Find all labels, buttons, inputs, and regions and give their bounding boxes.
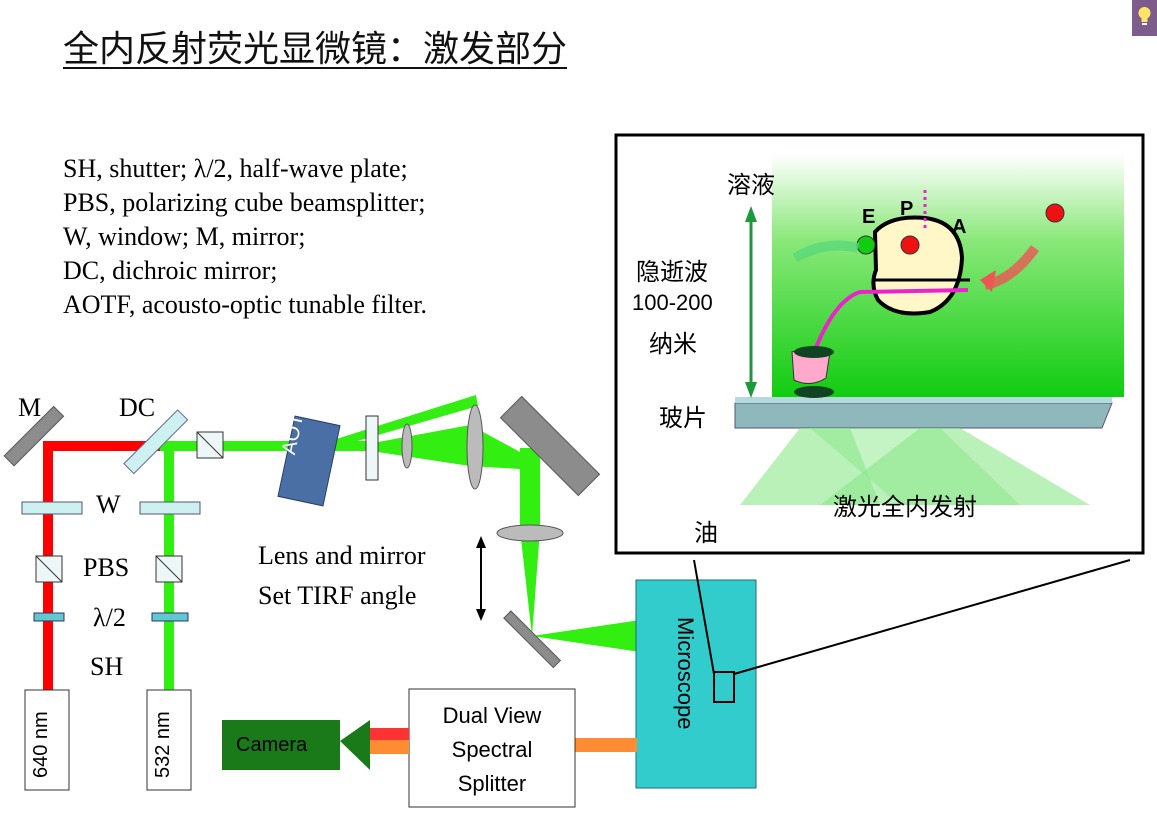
legend-line: AOTF, acousto-optic tunable filter. — [63, 290, 427, 319]
mirror-m — [3, 405, 65, 467]
glass-slide — [734, 402, 1113, 429]
splitter-line1: Dual View — [442, 703, 542, 728]
slide-label: 玻片 — [659, 405, 707, 432]
pbs-red — [35, 555, 63, 583]
splitter-line2: Spectral — [451, 737, 533, 762]
cube-beamsplitter — [196, 431, 224, 459]
evanescent-line2: 100-200 — [632, 290, 713, 315]
tir-label: 激光全内发射 — [833, 494, 977, 521]
tirf-lens — [496, 524, 564, 542]
donor-dot — [856, 235, 876, 255]
pbs-label: PBS — [83, 553, 130, 582]
dichroic-label: DC — [119, 393, 156, 422]
label-e: E — [862, 206, 876, 228]
anchor-protein — [791, 346, 834, 398]
legend-line: SH, shutter; λ/2, half-wave plate; — [63, 154, 408, 183]
free-acceptor-dot — [1045, 203, 1065, 223]
evanescent-line3: 纳米 — [649, 331, 697, 358]
shutter-label: SH — [90, 652, 124, 681]
splitter-line3: Splitter — [457, 771, 527, 796]
camera-label: Camera — [236, 734, 308, 756]
label-p: P — [900, 198, 914, 220]
aotf-window — [365, 415, 379, 481]
tether — [813, 288, 969, 351]
cell-membrane — [871, 215, 965, 316]
legend-line: W, window; M, mirror; — [63, 222, 306, 251]
tirf-angle-arrow — [476, 536, 486, 621]
camera-lens — [340, 720, 370, 770]
lightbulb-icon[interactable] — [1132, 0, 1157, 36]
camera-body — [222, 720, 340, 770]
pbs-green — [155, 555, 183, 583]
laser-640 — [24, 689, 70, 791]
aotf — [277, 415, 341, 507]
inflow-arrow-left — [792, 240, 860, 263]
mirror-label: M — [18, 393, 42, 422]
acceptor-dot — [900, 235, 920, 255]
page-title: 全内反射荧光显微镜：激发部分 — [63, 29, 568, 69]
halfwave-label: λ/2 — [93, 603, 126, 632]
sample-region — [713, 671, 735, 703]
window-label: W — [96, 490, 121, 519]
halfwave-green — [151, 612, 189, 622]
evanescent-arrow — [745, 206, 757, 398]
halfwave-red — [33, 612, 65, 622]
splitter-box — [408, 688, 576, 808]
tirf-mirror — [503, 610, 562, 669]
lens-note-line2: Set TIRF angle — [258, 581, 417, 610]
legend-line: PBS, polarizing cube beamsplitter; — [63, 188, 426, 217]
microscope-box — [635, 579, 757, 789]
lens-note-line1: Lens and mirror — [258, 541, 426, 570]
microscope-label: Microscope — [673, 617, 698, 730]
legend-line: DC, dichroic mirror; — [63, 256, 278, 285]
small-lens — [401, 423, 413, 469]
window-red — [21, 501, 83, 515]
window-green — [139, 501, 201, 515]
oil-label: 油 — [694, 520, 718, 547]
evanescent-line1: 隐逝波 — [636, 259, 708, 286]
dichroic-mirror — [123, 409, 189, 475]
laser-532-label: 532 nm — [152, 711, 174, 778]
turning-mirror — [499, 395, 601, 497]
laser-640-label: 640 nm — [30, 711, 52, 778]
abbreviation-legend: SH, shutter; λ/2, half-wave plate; PBS, … — [63, 152, 427, 322]
laser-532 — [146, 689, 192, 791]
orange-beam — [575, 738, 637, 752]
big-lens — [466, 404, 484, 490]
label-a: A — [952, 216, 967, 238]
solution-label: 溶液 — [727, 172, 775, 199]
